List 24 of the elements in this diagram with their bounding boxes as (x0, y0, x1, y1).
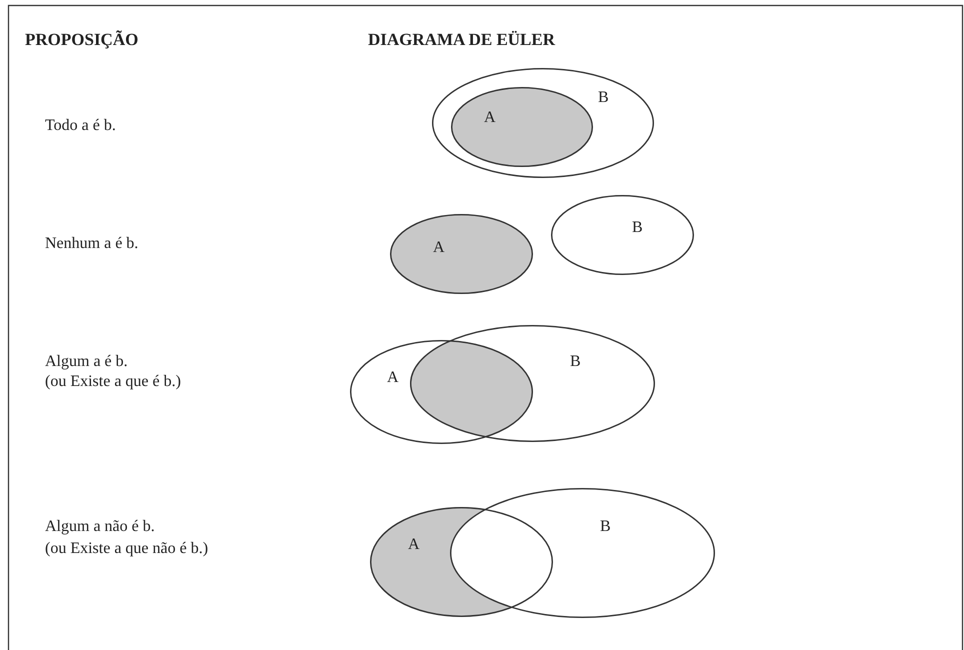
set-ellipse (451, 87, 593, 167)
set-ellipse (370, 507, 553, 617)
set-ellipse (390, 214, 533, 294)
set-label: A (433, 240, 445, 256)
set-ellipse (410, 325, 655, 442)
proposition-text: Nenhum a é b. (45, 235, 138, 253)
set-ellipse (432, 68, 654, 178)
set-ellipse (350, 340, 533, 444)
column-heading: DIAGRAMA DE EÜLER (368, 30, 556, 50)
proposition-text: Algum a é b. (45, 353, 128, 371)
proposition-text: Todo a é b. (45, 117, 116, 135)
set-label: A (408, 537, 420, 553)
column-heading: PROPOSIÇÃO (25, 30, 138, 50)
proposition-note: (ou Existe a que não é b.) (45, 540, 208, 558)
set-label: B (598, 90, 609, 106)
set-label: B (632, 220, 643, 236)
set-ellipse (551, 195, 694, 275)
set-label: B (570, 354, 581, 370)
set-label: B (600, 519, 611, 535)
proposition-text: Algum a não é b. (45, 518, 155, 536)
set-ellipse (450, 488, 715, 618)
set-label: A (484, 110, 496, 126)
set-label: A (387, 370, 399, 386)
proposition-note: (ou Existe a que é b.) (45, 373, 181, 391)
